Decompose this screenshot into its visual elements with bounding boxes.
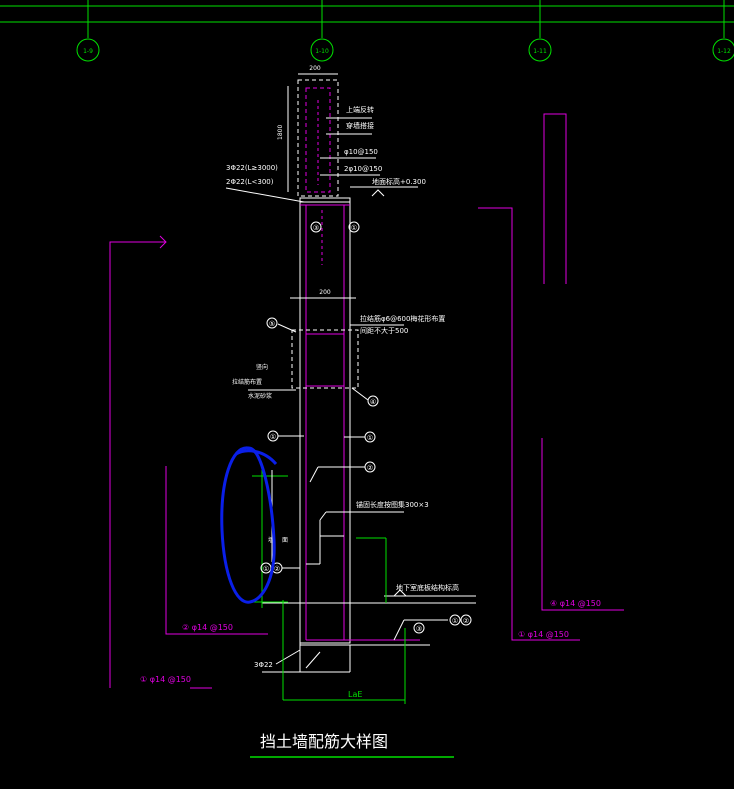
side-note-3: 水泥砂浆 — [248, 392, 272, 400]
marker-3-bottom-label: ③ — [416, 625, 422, 633]
wall-label-2: 面 — [282, 537, 288, 544]
left-label-1: ① — [263, 565, 269, 573]
rebar-4-shape — [541, 438, 624, 611]
grid-top — [0, 0, 734, 38]
marker-1-left — [267, 430, 304, 442]
svg-text:1-10: 1-10 — [315, 48, 329, 55]
hand-annotation-blue — [220, 446, 276, 604]
marker-5-label: ⑤ — [269, 320, 275, 328]
upper-note-1: 上端反转 — [346, 105, 374, 114]
marker-5 — [266, 317, 278, 329]
floor-note-group — [292, 589, 476, 604]
side-dim: 1800 — [277, 125, 284, 140]
marker-2-bottom-label: ② — [463, 617, 469, 625]
marker-4-mid — [367, 395, 379, 407]
svg-text:1-11: 1-11 — [533, 48, 547, 55]
mid-note-1: 拉结筋φ6@600梅花形布置 — [360, 314, 445, 323]
rebar-2-note: ② φ14 @150 — [182, 623, 233, 632]
marker-2-right — [309, 461, 376, 483]
wall-label: 墙 — [268, 536, 274, 544]
anchor-detail — [306, 511, 404, 565]
drawing-title: 挡土墙配筋大样图 — [260, 732, 388, 751]
rebar-1-note: ① φ14 @150 — [140, 675, 191, 684]
base-slab — [262, 590, 432, 673]
left-label-2: ② — [274, 565, 280, 573]
rebar-4-note: ④ φ14 @150 — [550, 599, 601, 608]
svg-text:1-9: 1-9 — [83, 48, 93, 55]
marker-3-top — [310, 221, 322, 233]
wall-thickness: 200 — [319, 289, 331, 296]
marker-3-bottom — [413, 622, 425, 634]
rebar-2-shape — [165, 466, 268, 635]
side-note-2: 拉结筋布置 — [232, 378, 262, 386]
rebar-leader — [225, 187, 305, 203]
upper-notes — [320, 117, 418, 197]
marker-1-top-label: ① — [351, 224, 357, 232]
axis-bubble-1-12: 1-12 — [712, 38, 734, 62]
axis-bubble-1-11: 1-11 — [528, 38, 552, 62]
upper-note-2: 穿墙搭接 — [346, 121, 374, 130]
rebar-stirrup: φ10@150 — [344, 148, 378, 156]
anchor-note: 锚固长度按图集300×3 — [356, 500, 429, 509]
marker-4-mid-label: ④ — [370, 398, 376, 406]
rebar-1-left-shape — [109, 235, 167, 688]
rebar-3phi22-b: 2Φ22(L<300) — [226, 178, 274, 186]
green-dims — [252, 470, 406, 704]
marker-1-right — [344, 431, 376, 443]
bottom-rebar: 3Φ22 — [254, 661, 273, 669]
marker-1-top — [348, 221, 360, 233]
floor-note: 地下室底板结构标高 — [396, 583, 459, 592]
axis-bubble-1-10: 1-10 — [310, 38, 334, 62]
marker-3-top-label: ③ — [313, 224, 319, 232]
mid-note-2: 间距不大于500 — [360, 326, 408, 335]
hand-annotation-blue-tail — [235, 449, 278, 466]
rebar-1r-shape — [478, 207, 580, 641]
rebar-1r-note: ① φ14 @150 — [518, 630, 569, 639]
width-dim — [290, 294, 356, 302]
rebar-top-right-shape — [543, 113, 567, 284]
rebar-horizontal: 2φ10@150 — [344, 165, 382, 173]
top-dim: 200 — [309, 65, 321, 72]
mid-detail — [248, 323, 404, 401]
marker-1-bottom-label: ① — [452, 617, 458, 625]
marker-12-right — [432, 614, 472, 626]
svg-text:1-12: 1-12 — [717, 48, 731, 55]
upper-parapet — [297, 73, 339, 197]
marker-2-right-label: ② — [367, 464, 373, 472]
rebar-3phi22-a: 3Φ22(L≥3000) — [226, 164, 278, 172]
retaining-wall — [299, 197, 351, 644]
marker-1-left-label: ① — [270, 433, 276, 441]
marker-1-right-label: ① — [367, 434, 373, 442]
elevation-note: 地面标高+0.300 — [372, 177, 426, 186]
lae-label: LaE — [348, 690, 362, 699]
axis-bubble-1-9: 1-9 — [76, 38, 100, 62]
side-note-1: 竖向 — [256, 363, 268, 371]
